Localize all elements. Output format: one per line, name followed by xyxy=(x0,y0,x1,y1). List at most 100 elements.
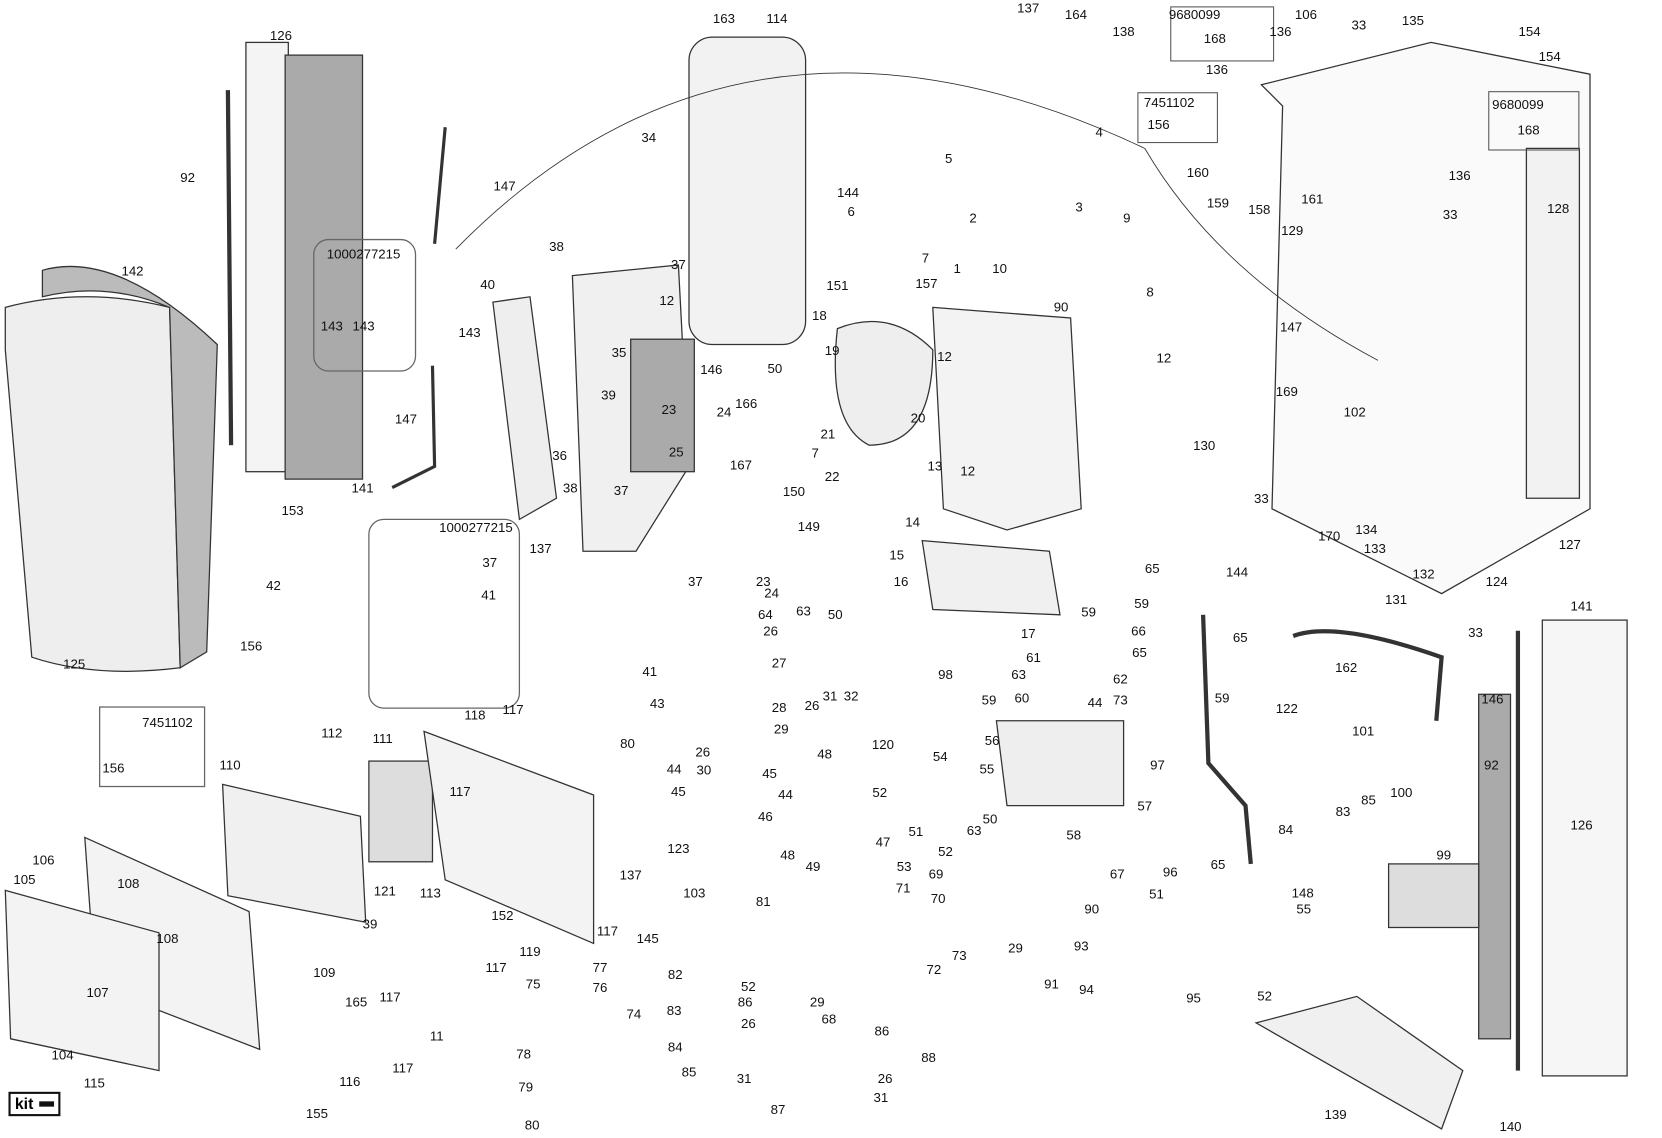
part-callout-label: 117 xyxy=(596,924,618,939)
part-callout-label: 26 xyxy=(804,698,820,714)
part-callout-label: 170 xyxy=(1318,528,1341,544)
air-duct xyxy=(492,296,558,521)
part-callout-label: 52 xyxy=(1257,988,1272,1004)
part-callout-label: 125 xyxy=(63,656,86,672)
part-callout-label: 46 xyxy=(757,809,773,825)
part-callout-label: 113 xyxy=(419,885,441,901)
part-callout-label: 32 xyxy=(843,688,859,704)
part-callout-label: 141 xyxy=(1570,598,1593,614)
part-callout-label: 166 xyxy=(735,396,758,412)
part-callout-label: 127 xyxy=(1558,537,1581,552)
part-callout-label: 143 xyxy=(352,318,375,334)
part-callout-label: 154 xyxy=(1538,49,1561,65)
pipe-147 xyxy=(391,127,447,490)
part-callout-label: 99 xyxy=(1436,847,1452,863)
part-callout-label: 149 xyxy=(797,519,820,534)
insulation-panel-left xyxy=(284,54,364,480)
part-callout-label: 29 xyxy=(809,995,825,1010)
part-callout-label: 159 xyxy=(1206,195,1229,211)
part-callout-label: 79 xyxy=(518,1079,534,1095)
control-housing-rear xyxy=(423,730,595,945)
part-callout-label: 65 xyxy=(1144,561,1160,577)
part-callout-label: 122 xyxy=(1275,701,1298,717)
part-callout-label: 2 xyxy=(969,210,977,226)
fan-housing xyxy=(834,320,934,446)
part-callout-label: 131 xyxy=(1384,592,1408,608)
part-callout-label: 31 xyxy=(736,1071,752,1087)
part-callout-label: 12 xyxy=(937,349,952,365)
bottom-cover xyxy=(1254,995,1464,1130)
part-callout-label: 109 xyxy=(313,965,336,981)
part-callout-label: 108 xyxy=(156,931,179,947)
part-callout-label: 48 xyxy=(780,847,795,863)
part-callout-label: 150 xyxy=(782,484,805,499)
part-callout-label: 168 xyxy=(1517,122,1540,138)
part-callout-label: 117 xyxy=(449,784,471,799)
part-callout-label: 103 xyxy=(683,885,706,901)
part-callout-label: 114 xyxy=(766,11,788,27)
part-callout-label: 38 xyxy=(549,239,564,255)
part-callout-label: 21 xyxy=(820,426,836,442)
leader-curve xyxy=(455,72,1379,361)
part-callout-label: 169 xyxy=(1275,384,1298,400)
part-callout-label: 5 xyxy=(945,151,953,167)
part-callout-label: 35 xyxy=(611,345,627,361)
part-callout-label: 41 xyxy=(642,664,658,680)
kit-legend: kit xyxy=(8,1091,60,1117)
part-callout-label: 136 xyxy=(1448,168,1471,184)
part-callout-label: 18 xyxy=(812,308,827,324)
kit-box-7451102-top xyxy=(1137,92,1218,144)
part-callout-label: 65 xyxy=(1232,630,1248,646)
part-callout-label: 96 xyxy=(1162,864,1178,880)
part-callout-label: 117 xyxy=(502,702,524,718)
pcb xyxy=(368,760,434,863)
part-callout-label: 83 xyxy=(1335,804,1351,820)
control-box xyxy=(221,783,367,923)
kit-reference: 1000277215 xyxy=(326,246,401,262)
part-callout-label: 14 xyxy=(905,514,921,530)
side-panel-left xyxy=(245,41,289,473)
part-callout-label: 129 xyxy=(1281,223,1304,239)
part-callout-label: 72 xyxy=(926,962,942,978)
part-callout-label: 78 xyxy=(516,1047,532,1062)
part-callout-label: 26 xyxy=(877,1071,893,1087)
part-callout-label: 73 xyxy=(951,948,967,964)
part-callout-label: 80 xyxy=(524,1118,540,1133)
part-callout-label: 165 xyxy=(345,995,368,1010)
part-callout-label: 55 xyxy=(1296,901,1312,917)
part-callout-label: 107 xyxy=(86,985,109,1001)
part-callout-label: 24 xyxy=(716,404,732,420)
part-callout-label: 144 xyxy=(1225,564,1249,580)
part-callout-label: 63 xyxy=(1011,667,1027,683)
part-callout-label: 65 xyxy=(1132,645,1147,661)
part-callout-label: 119 xyxy=(519,944,541,960)
part-callout-label: 147 xyxy=(493,178,516,194)
part-callout-label: 51 xyxy=(908,824,924,840)
inset-143 xyxy=(313,238,417,372)
part-callout-label: 59 xyxy=(1214,690,1230,706)
part-callout-label: 92 xyxy=(1484,757,1499,773)
part-callout-label: 137 xyxy=(1017,0,1040,16)
part-callout-label: 44 xyxy=(1087,695,1103,710)
part-callout-label: 55 xyxy=(979,761,995,777)
part-callout-label: 152 xyxy=(491,908,514,923)
chassis-frame xyxy=(1260,41,1591,595)
part-callout-label: 118 xyxy=(464,707,486,723)
part-callout-label: 155 xyxy=(305,1106,328,1122)
kit-reference: 9680099 xyxy=(1492,97,1544,113)
part-callout-label: 59 xyxy=(1134,596,1149,612)
part-callout-label: 47 xyxy=(875,835,891,850)
kit-reference: 1000277215 xyxy=(439,520,513,536)
part-callout-label: 26 xyxy=(695,744,711,760)
part-callout-label: 63 xyxy=(966,823,982,839)
part-callout-label: 22 xyxy=(824,469,840,485)
part-callout-label: 17 xyxy=(1020,626,1036,642)
part-callout-label: 13 xyxy=(927,458,943,474)
part-callout-label: 70 xyxy=(930,891,946,907)
secondary-heat-exchanger xyxy=(1387,863,1480,929)
part-callout-label: 90 xyxy=(1084,901,1100,917)
part-callout-label: 53 xyxy=(896,859,912,875)
part-callout-label: 124 xyxy=(1485,574,1508,590)
part-callout-label: 151 xyxy=(826,278,849,294)
part-callout-label: 45 xyxy=(762,766,777,781)
